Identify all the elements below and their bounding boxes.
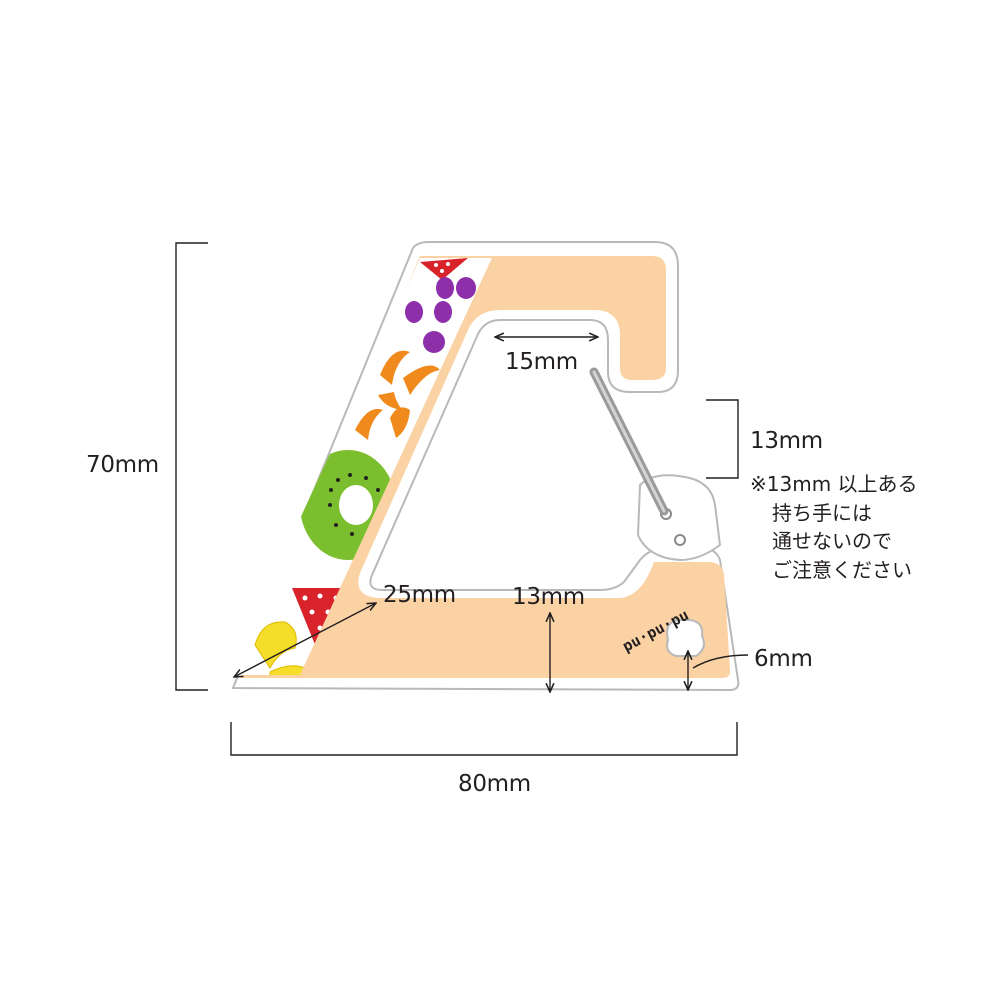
height-label: 70mm — [86, 452, 159, 478]
caution-note: ※13mm 以上ある 持ち手には 通せないので ご注意ください — [750, 470, 918, 584]
gate-height-label: 13mm — [750, 428, 823, 454]
gate-bracket — [706, 399, 739, 479]
height-bracket — [175, 242, 208, 691]
grapes — [405, 277, 476, 353]
opening-label: 15mm — [505, 349, 578, 375]
caution-note-line2: 持ち手には — [772, 500, 872, 525]
width-label: 80mm — [458, 771, 531, 797]
caution-note-line1: ※13mm 以上ある — [750, 472, 918, 496]
caution-note-line3: 通せないので — [772, 529, 892, 553]
wire-gate — [589, 367, 669, 516]
strap-hole — [666, 619, 705, 657]
bar-height-label: 13mm — [512, 584, 585, 610]
mandarin-slices — [355, 350, 440, 440]
corner-label: 6mm — [754, 646, 813, 672]
caution-note-line4: ご注意ください — [772, 557, 912, 582]
corner-leader — [692, 654, 749, 669]
width-bracket — [230, 722, 738, 756]
diagonal-label: 25mm — [383, 582, 456, 608]
dimension-lines — [175, 242, 749, 756]
diagonal-arrow — [234, 603, 376, 677]
strawberry-top — [420, 258, 468, 280]
gate-pivot-hole — [674, 534, 686, 546]
carabiner: pu·pu·pu — [228, 241, 740, 692]
